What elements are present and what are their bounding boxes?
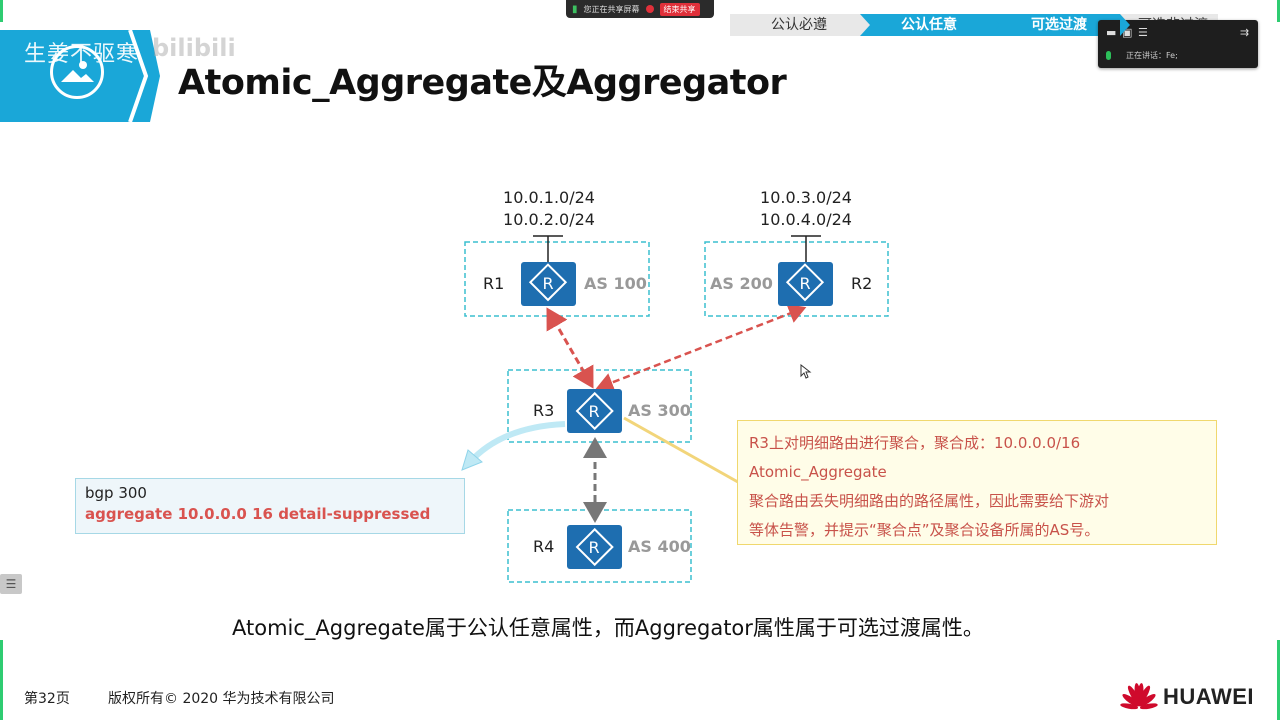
svg-text:R: R xyxy=(588,538,599,557)
huawei-wordmark: HUAWEI xyxy=(1163,684,1254,709)
r4-as-label: AS 400 xyxy=(628,537,691,556)
r1-as-box xyxy=(464,241,650,317)
share-status-text: 您正在共享屏幕 xyxy=(583,4,640,14)
r4-label: R4 xyxy=(533,537,554,556)
svg-text:R: R xyxy=(799,274,810,293)
slide-caption: Atomic_Aggregate属于公认任意属性，而Aggregator属性属于… xyxy=(232,616,984,640)
page-number: 第32页 xyxy=(24,691,70,707)
router-r2-icon: R xyxy=(778,262,833,306)
tab-well-known-mandatory[interactable]: 公认必遵 xyxy=(730,14,870,36)
sidebar-toggle-button[interactable]: ☰ xyxy=(0,574,22,594)
corner-mark xyxy=(0,640,3,720)
r2-prefix-1: 10.0.3.0/24 xyxy=(760,188,852,207)
r1-prefix-1: 10.0.1.0/24 xyxy=(503,188,595,207)
tab-well-known-discretionary[interactable]: 公认任意 xyxy=(860,14,1000,36)
svg-text:R: R xyxy=(588,402,599,421)
corner-mark xyxy=(1277,640,1280,720)
record-icon xyxy=(645,5,654,13)
r1-label: R1 xyxy=(483,274,504,293)
menu-icon[interactable]: ☰ xyxy=(1138,26,1148,39)
note-line-4: 等体告警，并提示“聚合点”及聚合设备所属的AS号。 xyxy=(749,521,1100,539)
stop-share-button[interactable]: 结束共享 xyxy=(659,2,700,16)
banner-chevron xyxy=(128,30,149,122)
link-r2-r3 xyxy=(595,304,807,392)
router-r4-icon: R xyxy=(567,525,622,569)
page-title: Atomic_Aggregate及Aggregator xyxy=(178,63,787,103)
meeting-floating-panel: ▬ ▣ ☰ ⇉ 正在讲话：Fe; xyxy=(1098,20,1258,68)
note-pointer-line xyxy=(623,416,746,488)
r1-as-label: AS 100 xyxy=(584,274,647,293)
r2-as-label: AS 200 xyxy=(710,274,773,293)
channel-watermark: 生姜不驱寒 xyxy=(24,42,140,67)
microphone-icon xyxy=(1106,51,1111,60)
svg-text:R: R xyxy=(542,274,553,293)
speaker-name: Fe; xyxy=(1166,51,1178,60)
r3-as-label: AS 300 xyxy=(628,401,691,420)
aggregate-note-box: R3上对明细路由进行聚合，聚合成：10.0.0.0/16 Atomic_Aggr… xyxy=(737,420,1217,545)
config-line-1: bgp 300 xyxy=(85,484,147,502)
config-arrow xyxy=(467,421,566,465)
minimize-icon[interactable]: ▬ xyxy=(1106,26,1117,39)
r2-label: R2 xyxy=(851,274,872,293)
r3-label: R3 xyxy=(533,401,554,420)
router-r1-icon: R xyxy=(521,262,576,306)
signal-icon: ▮ xyxy=(572,3,578,15)
note-line-2: Atomic_Aggregate xyxy=(749,463,887,481)
bilibili-logo: bilibili xyxy=(152,34,236,62)
link-r1-r3 xyxy=(546,307,594,389)
expand-icon[interactable]: ⇉ xyxy=(1240,26,1250,39)
corner-mark xyxy=(0,0,3,22)
copyright-text: 版权所有© 2020 华为技术有限公司 xyxy=(108,691,335,707)
corner-mark xyxy=(1277,0,1280,22)
config-line-2: aggregate 10.0.0.0 16 detail-suppressed xyxy=(85,505,431,523)
mouse-cursor-icon xyxy=(800,364,812,379)
config-arrow-head xyxy=(461,449,483,471)
picture-icon xyxy=(50,45,104,99)
router-r3-icon: R xyxy=(567,389,622,433)
note-line-3: 聚合路由丢失明细路由的路径属性，因此需要给下游对 xyxy=(749,492,1110,510)
bgp-config-box: bgp 300 aggregate 10.0.0.0 16 detail-sup… xyxy=(75,478,465,534)
note-line-1: R3上对明细路由进行聚合，聚合成：10.0.0.0/16 xyxy=(749,434,1081,452)
r2-prefix-2: 10.0.4.0/24 xyxy=(760,210,852,229)
tab-optional-transitive[interactable]: 可选过渡 xyxy=(990,14,1130,36)
banner-tip xyxy=(150,30,160,122)
screen-share-bar: ▮ 您正在共享屏幕 结束共享 xyxy=(566,0,714,18)
huawei-logo-icon xyxy=(1120,683,1158,710)
speaking-indicator: 正在讲话：Fe; xyxy=(1126,51,1178,60)
r1-prefix-2: 10.0.2.0/24 xyxy=(503,210,595,229)
